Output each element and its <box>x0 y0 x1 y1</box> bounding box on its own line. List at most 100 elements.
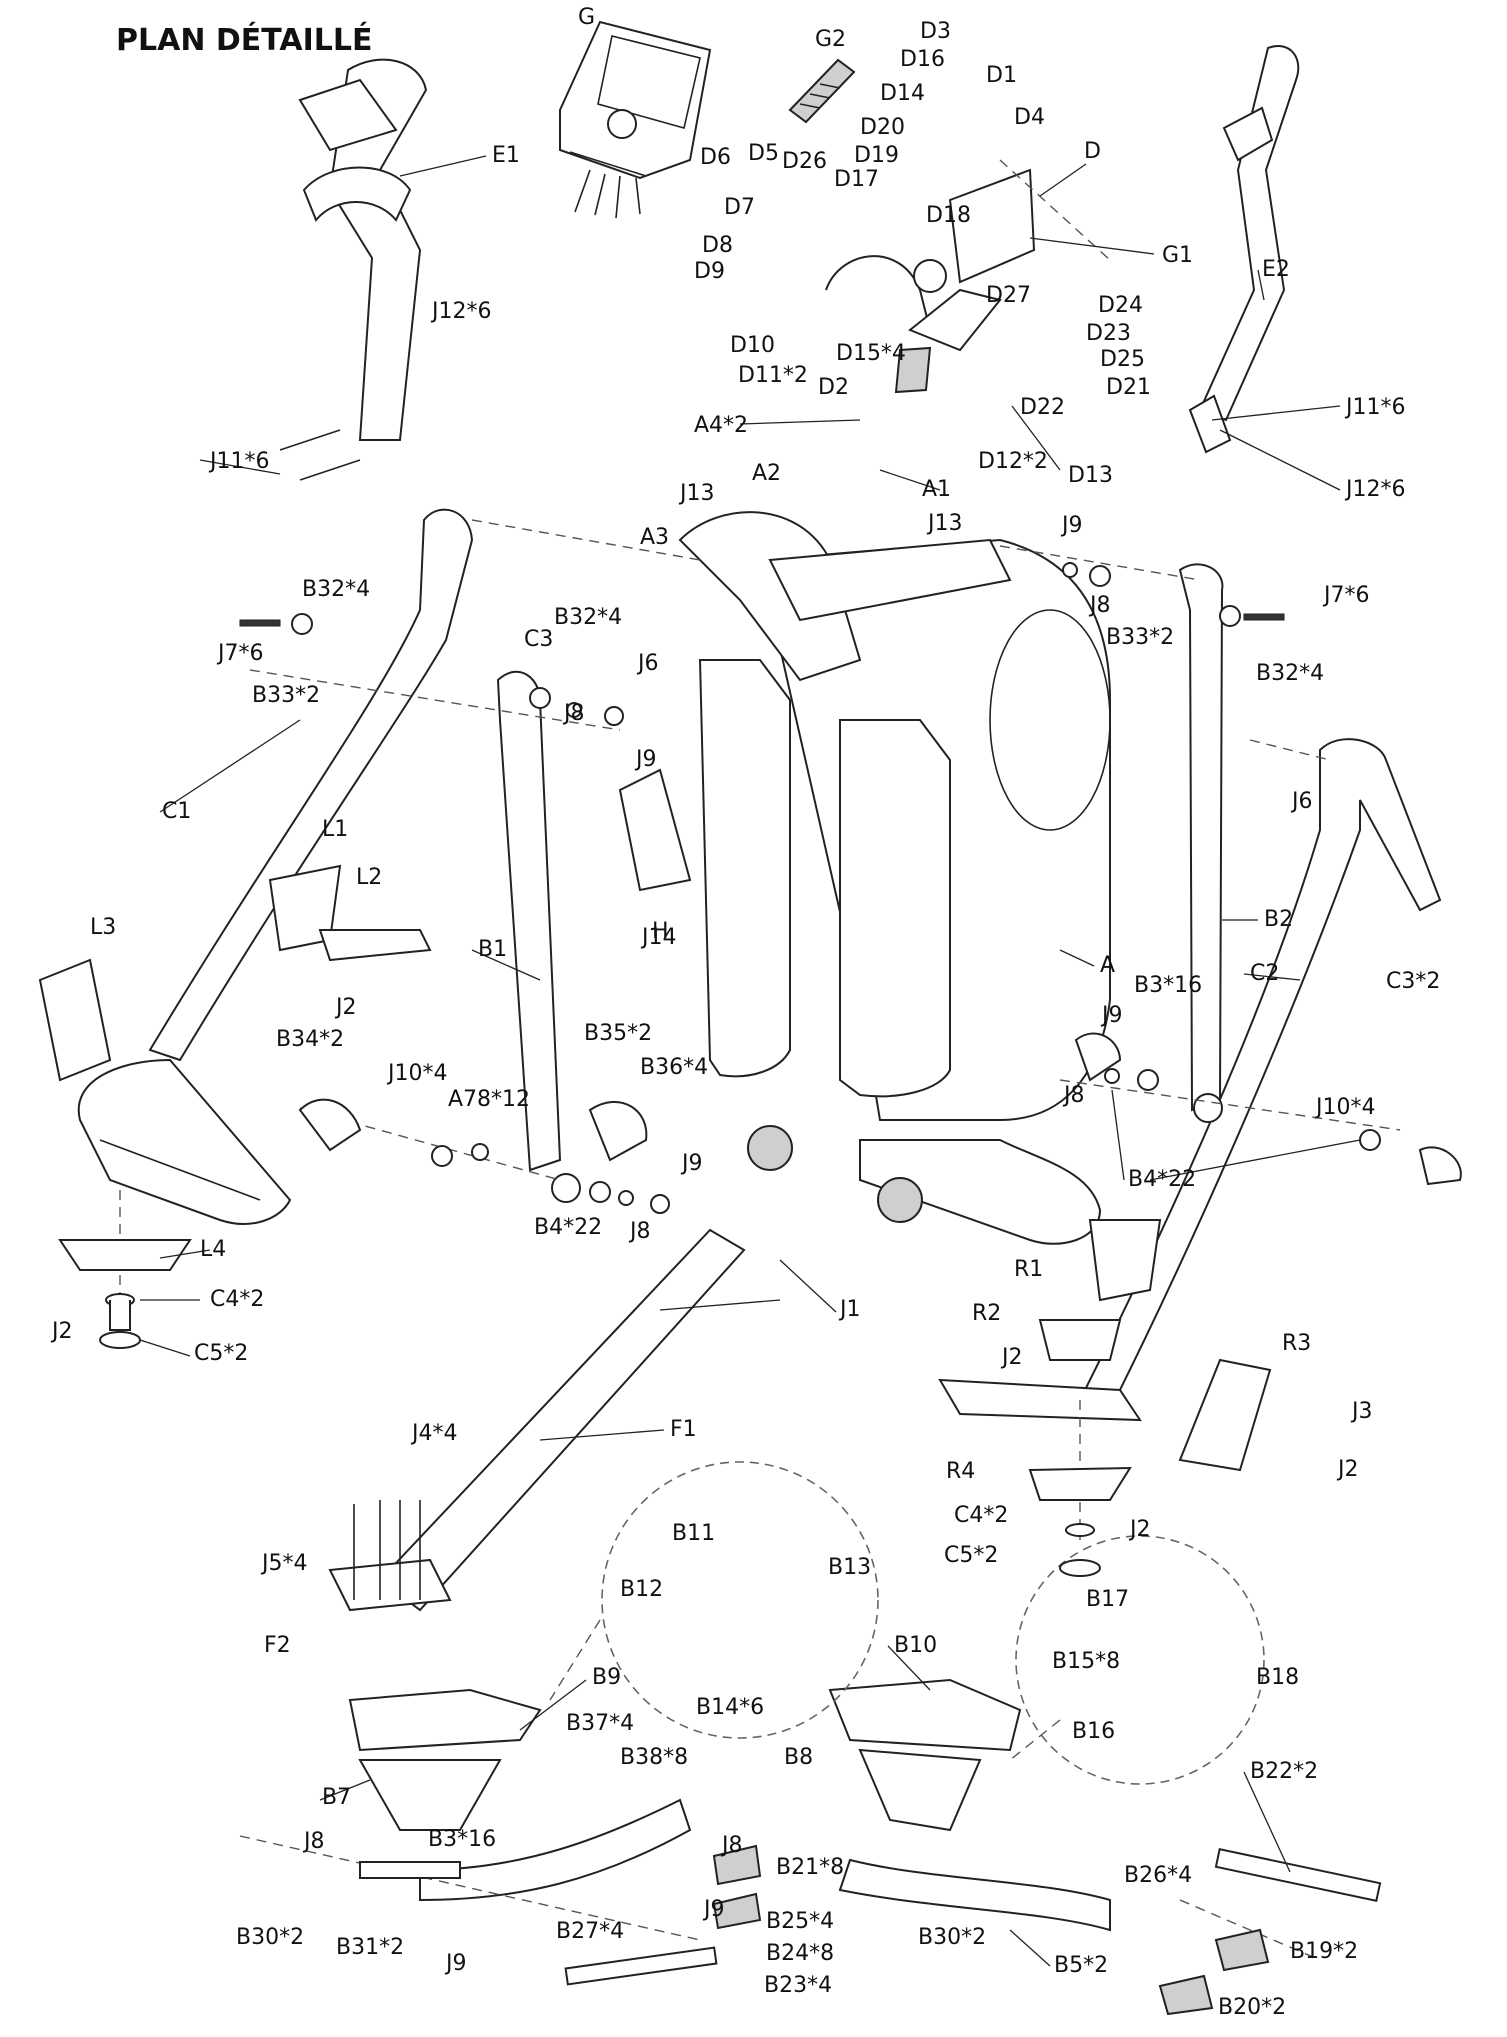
part-label-18: D8 <box>702 233 733 258</box>
part-label-35: J11*6 <box>208 449 269 474</box>
part-label-114: B22*2 <box>1250 1759 1318 1784</box>
upright-b2 <box>1178 563 1224 1123</box>
part-label-30: D2 <box>818 375 849 400</box>
part-label-128: J9 <box>444 1951 467 1976</box>
part-label-108: B18 <box>1256 1665 1299 1690</box>
part-label-131: B23*4 <box>764 1973 832 1998</box>
part-label-79: B4*22 <box>1128 1167 1196 1192</box>
pedal-b10 <box>828 1678 1022 1832</box>
part-label-106: B15*8 <box>1052 1649 1120 1674</box>
part-label-88: R3 <box>1282 1331 1311 1356</box>
part-label-69: B3*16 <box>1134 973 1202 998</box>
part-label-76: J8 <box>1062 1083 1085 1108</box>
part-label-58: L1 <box>322 817 348 842</box>
part-label-38: A1 <box>922 477 951 502</box>
part-label-123: B27*4 <box>556 1919 624 1944</box>
part-label-21: D27 <box>986 283 1031 308</box>
part-label-116: J8 <box>302 1829 325 1854</box>
part-label-87: R2 <box>972 1301 1001 1326</box>
part-label-7: D20 <box>860 115 905 140</box>
part-label-99: C5*2 <box>944 1543 998 1568</box>
leader-lines <box>139 155 1361 1967</box>
part-label-71: J9 <box>1100 1003 1123 1028</box>
arm-c2 <box>938 738 1442 1422</box>
part-label-28: D11*2 <box>738 363 808 388</box>
part-label-34: D12*2 <box>978 449 1048 474</box>
part-label-84: C4*2 <box>210 1287 264 1312</box>
bar-f1 <box>328 1228 746 1612</box>
part-label-67: C3*2 <box>1386 969 1440 994</box>
part-label-98: B11 <box>672 1521 715 1546</box>
part-label-93: F1 <box>670 1417 697 1442</box>
part-label-32: D22 <box>1020 395 1065 420</box>
part-label-25: D10 <box>730 333 775 358</box>
part-label-110: B37*4 <box>566 1711 634 1736</box>
arm-c1 <box>77 508 474 1225</box>
part-label-45: B32*4 <box>554 605 622 630</box>
part-label-41: J13 <box>926 511 962 536</box>
part-label-16: D7 <box>724 195 755 220</box>
part-label-40: J13 <box>678 481 714 506</box>
part-label-54: J8 <box>562 701 585 726</box>
pedal-arm-b5-left <box>419 1798 692 1902</box>
part-label-23: D24 <box>1098 293 1143 318</box>
part-label-132: B20*2 <box>1218 1995 1286 2020</box>
part-label-73: B36*4 <box>640 1055 708 1080</box>
part-label-15: D18 <box>926 203 971 228</box>
part-label-77: J10*4 <box>1314 1095 1375 1120</box>
part-label-78: J9 <box>680 1151 703 1176</box>
part-label-20: D9 <box>694 259 725 284</box>
part-label-75: A78*12 <box>448 1087 530 1112</box>
part-label-107: B9 <box>592 1665 621 1690</box>
part-label-96: C4*2 <box>954 1503 1008 1528</box>
part-label-39: J12*6 <box>1344 477 1405 502</box>
part-label-33: A4*2 <box>694 413 748 438</box>
part-label-59: L2 <box>356 865 382 890</box>
pedal-b9 <box>348 1688 542 1831</box>
part-label-2: D3 <box>920 19 951 44</box>
part-label-55: J9 <box>634 747 657 772</box>
part-label-4: D1 <box>986 63 1017 88</box>
part-label-12: D6 <box>700 145 731 170</box>
part-label-26: D15*4 <box>836 341 906 366</box>
part-label-97: J2 <box>1128 1517 1151 1542</box>
part-label-62: J14 <box>640 925 676 950</box>
part-label-1: G2 <box>815 27 846 52</box>
detail-circle-right <box>1015 1535 1265 1785</box>
detail-circle-left <box>601 1461 879 1739</box>
assembly-guide-lines <box>119 159 1401 1961</box>
pedal-arm-b5-right <box>838 1858 1111 1932</box>
fasteners <box>38 562 1462 2016</box>
part-label-48: J7*6 <box>216 641 263 666</box>
part-label-13: D26 <box>782 149 827 174</box>
grip-sensor-g2 <box>788 58 856 124</box>
part-label-22: J12*6 <box>430 299 491 324</box>
part-label-127: B30*2 <box>918 1925 986 1950</box>
part-label-46: J7*6 <box>1322 583 1369 608</box>
part-label-103: B17 <box>1086 1587 1129 1612</box>
part-label-68: J2 <box>334 995 357 1020</box>
part-label-91: J3 <box>1350 1399 1373 1424</box>
part-label-122: B25*4 <box>766 1909 834 1934</box>
part-label-52: J6 <box>636 651 659 676</box>
part-label-82: L4 <box>200 1237 226 1262</box>
main-frame-a <box>678 511 1111 1245</box>
part-label-111: B16 <box>1072 1719 1115 1744</box>
part-label-83: R1 <box>1014 1257 1043 1282</box>
part-label-70: B34*2 <box>276 1027 344 1052</box>
part-label-49: C3 <box>524 627 553 652</box>
part-label-9: D5 <box>748 141 779 166</box>
part-label-109: B14*6 <box>696 1695 764 1720</box>
part-label-50: B33*2 <box>1106 625 1174 650</box>
part-label-105: B10 <box>894 1633 937 1658</box>
page-title: PLAN DÉTAILLÉ <box>116 22 373 58</box>
part-label-31: J11*6 <box>1344 395 1405 420</box>
part-label-19: E2 <box>1262 257 1290 282</box>
part-label-120: B26*4 <box>1124 1863 1192 1888</box>
part-label-6: D4 <box>1014 105 1045 130</box>
part-label-80: B4*22 <box>534 1215 602 1240</box>
part-label-126: B24*8 <box>766 1941 834 1966</box>
part-label-65: A <box>1100 953 1115 978</box>
part-label-56: J6 <box>1290 789 1313 814</box>
part-label-119: B21*8 <box>776 1855 844 1880</box>
